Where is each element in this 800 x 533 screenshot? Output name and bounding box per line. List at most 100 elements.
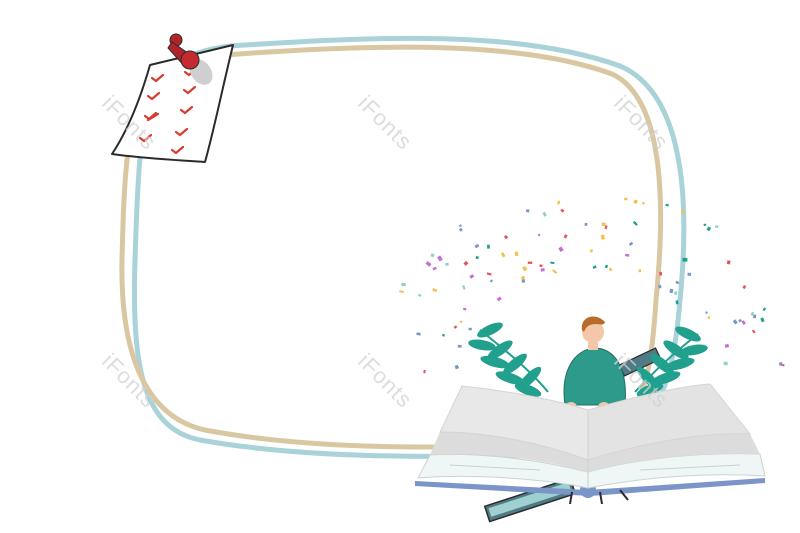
leaf-branch-icon-right (634, 326, 708, 397)
confetti-piece (489, 279, 493, 283)
confetti-piece (625, 253, 630, 257)
confetti-piece (560, 208, 565, 213)
confetti-piece (732, 319, 738, 325)
confetti-piece (741, 320, 746, 325)
confetti-piece (462, 285, 466, 290)
confetti-piece (500, 252, 506, 258)
confetti-piece (527, 261, 533, 264)
confetti-piece (463, 260, 469, 266)
person-hair (581, 316, 605, 332)
confetti-piece (750, 311, 755, 316)
confetti-piece (726, 260, 731, 265)
confetti-piece (522, 266, 528, 272)
confetti-piece (475, 255, 479, 260)
confetti-piece (760, 317, 765, 323)
confetti-piece (604, 225, 608, 230)
note-paper (111, 44, 234, 163)
confetti-piece (458, 227, 463, 232)
confetti-piece (742, 284, 747, 290)
confetti-piece (514, 251, 519, 257)
confetti-piece (486, 272, 492, 276)
confetti-piece (399, 290, 404, 294)
confetti-piece (442, 333, 445, 337)
confetti-piece (445, 262, 449, 266)
confetti-piece (540, 268, 545, 272)
confetti-piece (682, 257, 688, 262)
confetti (399, 197, 785, 374)
confetti-piece (762, 307, 767, 312)
confetti-piece (463, 307, 467, 311)
confetti-piece (624, 197, 628, 201)
confetti-piece (751, 329, 756, 334)
confetti-piece (675, 300, 679, 305)
confetti-piece (738, 318, 743, 323)
confetti-piece (521, 278, 526, 283)
confetti-piece (556, 200, 561, 205)
confetti-piece (469, 274, 475, 279)
confetti-piece (458, 224, 462, 228)
book-right-bottom-page (587, 453, 766, 489)
confetti-piece (432, 266, 437, 271)
note-checkmarks (138, 67, 198, 155)
open-book-icon (415, 383, 766, 505)
book-right-back-page (588, 433, 760, 472)
confetti-piece (417, 293, 422, 297)
confetti-piece (658, 284, 662, 289)
person-head (582, 321, 604, 343)
confetti-piece (525, 209, 530, 213)
confetti-piece (474, 243, 480, 249)
confetti-piece (539, 264, 543, 268)
confetti-piece (592, 265, 597, 270)
confetti-piece (723, 361, 729, 366)
confetti-piece (486, 244, 490, 249)
confetti-piece (707, 316, 711, 319)
confetti-piece (542, 211, 547, 217)
confetti-piece (416, 332, 421, 336)
confetti-piece (778, 361, 783, 366)
confetti-piece (706, 226, 712, 232)
confetti-piece (550, 261, 555, 265)
person-sweater (563, 347, 626, 406)
confetti-piece (674, 291, 678, 295)
confetti-piece (496, 296, 502, 302)
confetti-piece (675, 280, 680, 285)
confetti-piece (584, 222, 588, 227)
confetti-piece (432, 288, 438, 293)
confetti-piece (680, 209, 685, 214)
confetti-piece (703, 223, 707, 227)
confetti-piece (457, 344, 462, 348)
confetti-piece (705, 311, 708, 314)
confetti-piece (669, 288, 674, 294)
confetti-piece (558, 246, 564, 253)
confetti-piece (633, 199, 638, 205)
confetti-piece (604, 264, 609, 269)
confetti-piece (724, 343, 730, 348)
confetti-piece (715, 225, 719, 228)
confetti-piece (601, 222, 606, 227)
person-icon (563, 316, 626, 412)
book-right-page (587, 383, 752, 461)
confetti-piece (537, 233, 541, 237)
confetti-piece (753, 314, 757, 319)
confetti-piece (687, 272, 692, 276)
confetti-piece (430, 253, 435, 258)
confetti-piece (423, 369, 426, 374)
confetti-piece (454, 364, 460, 370)
pushpin-icon (167, 33, 213, 85)
confetti-piece (459, 320, 463, 324)
confetti-piece (589, 249, 594, 253)
leaf-branch-icon (468, 322, 549, 397)
confetti-piece (552, 269, 558, 275)
confetti-piece (401, 282, 406, 287)
confetti-piece (503, 234, 509, 240)
confetti-piece (468, 327, 472, 331)
confetti-piece (638, 269, 641, 273)
book-left-back-page (430, 431, 588, 472)
confetti-piece (520, 275, 526, 281)
confetti-piece (628, 241, 634, 246)
confetti-piece (665, 203, 669, 207)
confetti-piece (563, 234, 568, 239)
checklist-note-icon (111, 44, 234, 163)
confetti-piece (425, 261, 432, 267)
